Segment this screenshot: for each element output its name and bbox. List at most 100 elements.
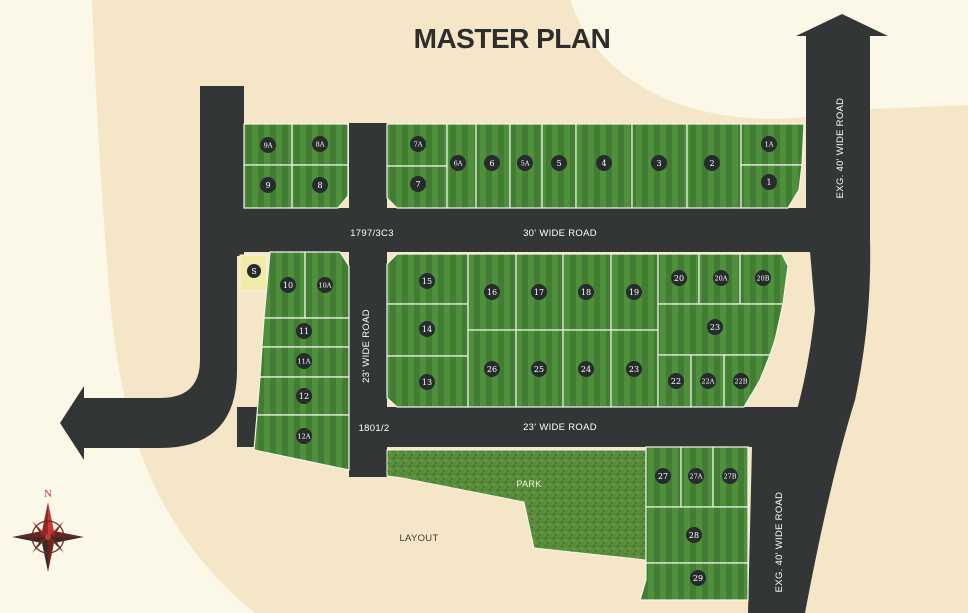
badge-16: 16 (484, 284, 500, 300)
badge-1A: 1A (761, 136, 777, 152)
plot-label-3: 3 (656, 159, 661, 168)
badge-27: 27 (655, 468, 671, 484)
block-a (243, 123, 349, 209)
badge-26: 26 (484, 361, 500, 377)
plot-label-22B: 22B (734, 378, 747, 386)
plot-label-9: 9 (265, 181, 270, 190)
badge-8A: 8A (312, 136, 328, 152)
road-label-exg-40-top: EXG. 40' WIDE ROAD (835, 98, 846, 199)
badge-7A: 7A (410, 136, 426, 152)
plot-label-12: 12 (299, 392, 309, 401)
plot-label-14: 14 (422, 325, 432, 334)
plot-label-2: 2 (709, 159, 714, 168)
badge-29: 29 (690, 570, 706, 586)
park-label: PARK (516, 479, 541, 489)
plot-badges: 9A 8A 9 8 7A 7 6A 6 5A 5 4 3 2 1A 1 S 10… (247, 136, 777, 586)
plot-label-18: 18 (581, 288, 591, 297)
road-arrow-west (60, 386, 84, 460)
badge-2: 2 (704, 155, 720, 171)
badge-20B: 20B (755, 270, 771, 286)
plot-label-16: 16 (487, 288, 497, 297)
survey-label-bottom: 1801/2 (359, 423, 390, 434)
badge-6A: 6A (450, 155, 466, 171)
road-label-exg-40-bottom: EXG. 40' WIDE ROAD (774, 492, 785, 593)
plot-label-12A: 12A (298, 433, 311, 441)
badge-17: 17 (531, 284, 547, 300)
road-label-23-vertical: 23' WIDE ROAD (361, 309, 372, 383)
badge-12: 12 (296, 388, 312, 404)
badge-7: 7 (410, 176, 426, 192)
badge-9A: 9A (260, 137, 276, 153)
badge-27B: 27B (722, 468, 738, 484)
plot-label-27B: 27B (723, 473, 736, 481)
plot-label-1A: 1A (765, 141, 774, 149)
plot-label-20B: 20B (756, 275, 769, 283)
plot-23-lower[interactable] (610, 329, 659, 408)
plot-label-25: 25 (534, 365, 544, 374)
plot-label-13: 13 (422, 378, 432, 387)
badge-13: 13 (419, 374, 435, 390)
block-b (386, 123, 805, 209)
badge-9: 9 (260, 177, 276, 193)
badge-5: 5 (551, 155, 567, 171)
survey-label-top: 1797/3C3 (350, 228, 394, 239)
plot-label-6A: 6A (454, 160, 463, 168)
plot-label-5A: 5A (521, 160, 530, 168)
layout-label: LAYOUT (399, 533, 438, 544)
road-label-30: 30' WIDE ROAD (523, 228, 597, 239)
plot-25[interactable] (515, 329, 564, 408)
plot-3[interactable] (631, 123, 688, 209)
badge-15: 15 (419, 273, 435, 289)
badge-11A: 11A (296, 353, 312, 369)
plot-label-1: 1 (766, 178, 771, 187)
plot-label-8: 8 (317, 181, 322, 190)
plot-label-24: 24 (581, 365, 591, 374)
badge-22A: 22A (700, 373, 716, 389)
plot-label-17: 17 (534, 288, 544, 297)
plot-label-28: 28 (689, 531, 699, 540)
plot-label-20: 20 (674, 274, 684, 283)
badge-5A: 5A (517, 155, 533, 171)
badge-28: 28 (686, 527, 702, 543)
badge-14: 14 (419, 321, 435, 337)
road-arrow-north (796, 14, 888, 36)
badge-12A: 12A (296, 428, 312, 444)
plot-label-23-lower: 23 (629, 365, 639, 374)
plot-label-22A: 22A (702, 378, 715, 386)
road-exg-40-right (748, 36, 871, 613)
plot-label-11: 11 (299, 327, 309, 336)
road-left-curve (84, 252, 237, 448)
plot-label-5: 5 (556, 159, 561, 168)
badge-22B: 22B (733, 373, 749, 389)
plot-label-26: 26 (487, 365, 497, 374)
plot-label-9A: 9A (264, 142, 273, 150)
page-title: MASTER PLAN (414, 23, 611, 54)
plot-label-29: 29 (693, 574, 703, 583)
badge-19: 19 (626, 284, 642, 300)
plot-label-11A: 11A (298, 358, 311, 366)
plot-label-20A: 20A (715, 275, 728, 283)
badge-10: 10 (280, 277, 296, 293)
plot-label-27: 27 (658, 472, 668, 481)
badge-20: 20 (671, 270, 687, 286)
badge-1: 1 (761, 174, 777, 190)
badge-10A: 10A (317, 277, 333, 293)
plot-label-27A: 27A (690, 473, 703, 481)
badge-23-lower: 23 (626, 361, 642, 377)
plot-label-4: 4 (601, 159, 606, 168)
badge-20A: 20A (713, 270, 729, 286)
badge-S: S (247, 264, 261, 278)
compass-rose-icon (12, 502, 84, 572)
plot-label-S: S (251, 267, 256, 276)
badge-6: 6 (484, 155, 500, 171)
badge-24: 24 (578, 361, 594, 377)
plot-label-22: 22 (671, 377, 681, 386)
plot-label-8A: 8A (316, 141, 325, 149)
badge-22: 22 (668, 373, 684, 389)
badge-27A: 27A (688, 468, 704, 484)
badge-4: 4 (596, 155, 612, 171)
badge-11: 11 (296, 323, 312, 339)
plot-label-6: 6 (489, 159, 494, 168)
plot-label-15: 15 (422, 277, 432, 286)
